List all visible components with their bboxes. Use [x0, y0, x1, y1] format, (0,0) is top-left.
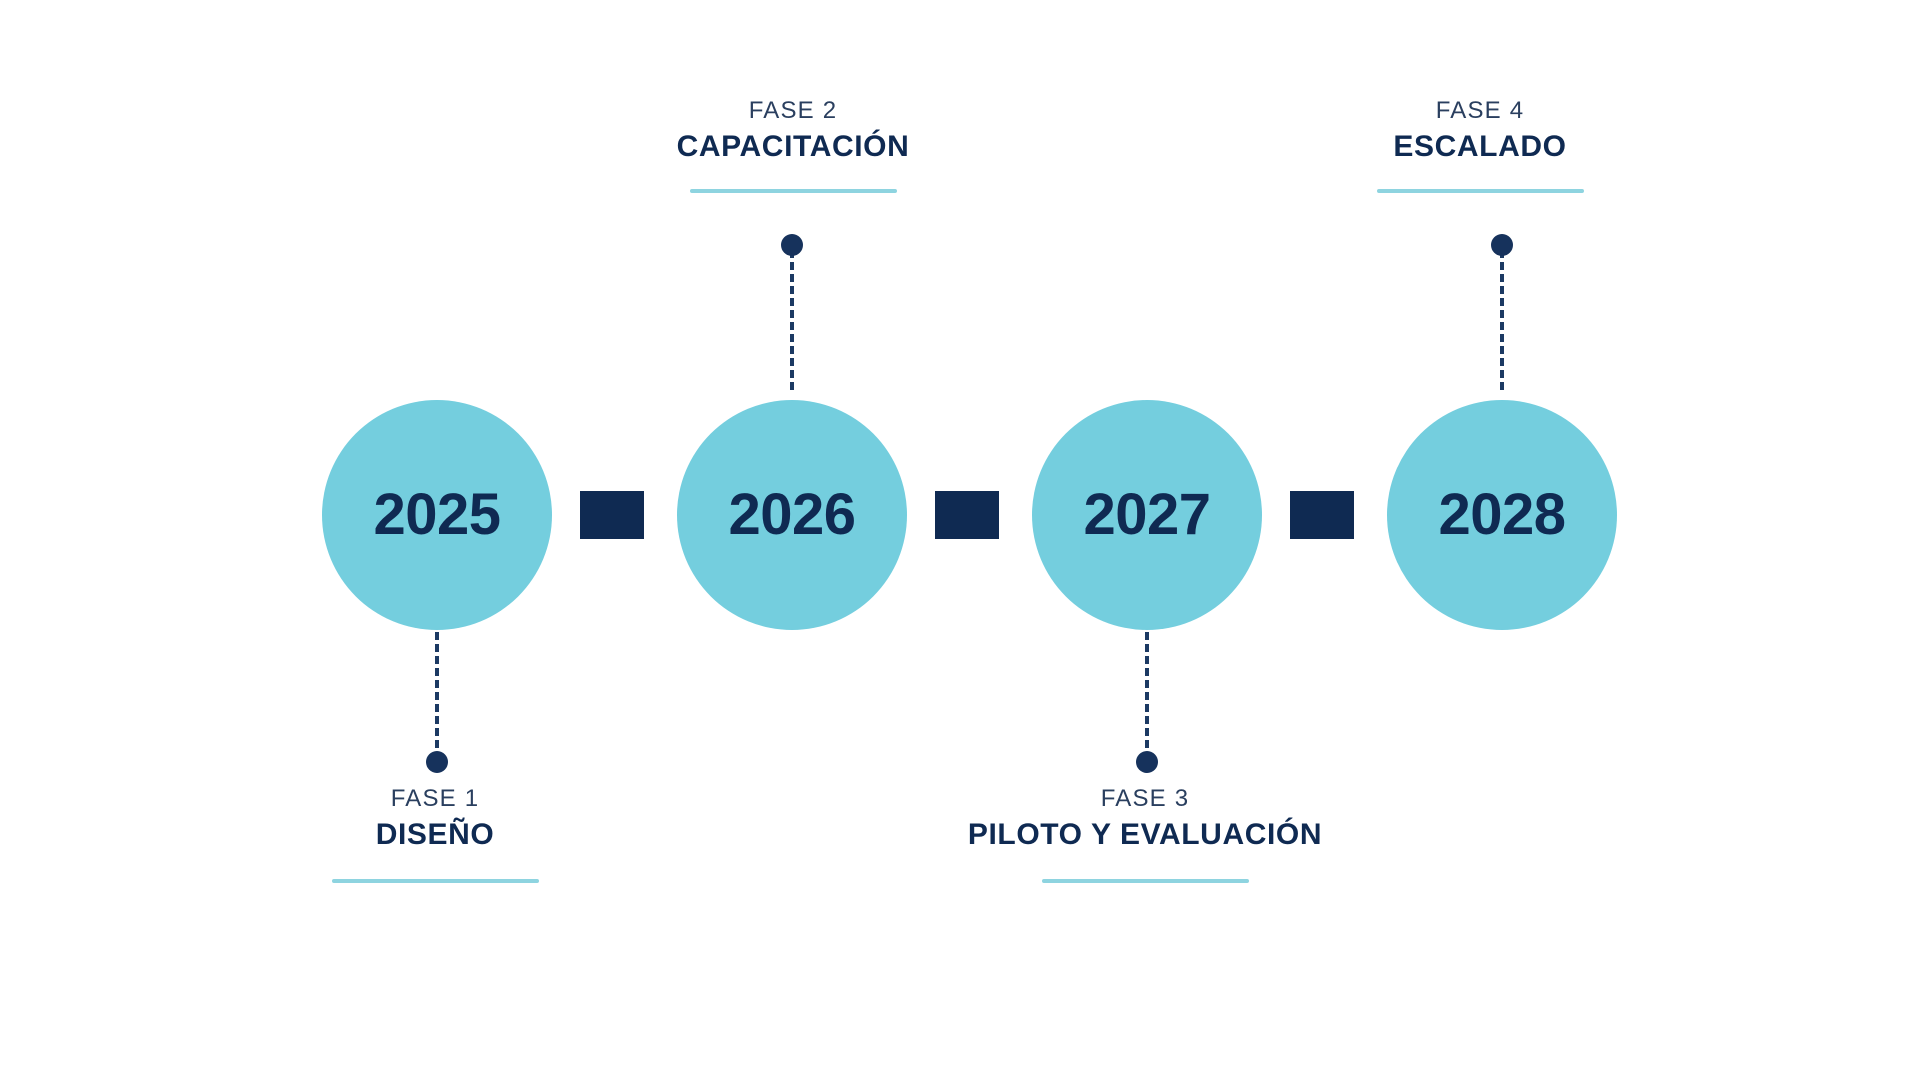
year-circle-2025[interactable]: 2025: [322, 400, 552, 630]
callout-title-label: CAPACITACIÓN: [676, 130, 910, 164]
callout-title-label: DISEÑO: [375, 818, 495, 852]
leader-dot-fase-3: [1136, 751, 1158, 773]
connector-bar-2026-2027: [935, 491, 999, 539]
callout-phase-label: FASE 2: [748, 97, 838, 124]
callout-phase-label: FASE 4: [1435, 97, 1525, 124]
year-label: 2025: [373, 482, 501, 547]
year-label: 2028: [1438, 482, 1566, 547]
leader-line-fase-1: [435, 620, 439, 760]
callout-phase-label: FASE 1: [390, 785, 480, 812]
callout-fase-1[interactable]: FASE 1 DISEÑO: [175, 785, 695, 884]
year-circle-2028[interactable]: 2028: [1387, 400, 1617, 630]
year-circle-2026[interactable]: 2026: [677, 400, 907, 630]
year-circle-2027[interactable]: 2027: [1032, 400, 1262, 630]
leader-dot-fase-4: [1491, 234, 1513, 256]
callout-phase-label: FASE 3: [1100, 785, 1190, 812]
callout-fase-2[interactable]: FASE 2 CAPACITACIÓN: [533, 97, 1053, 194]
year-label: 2027: [1083, 482, 1211, 547]
callout-title-label: ESCALADO: [1393, 130, 1567, 164]
leader-dot-fase-1: [426, 751, 448, 773]
callout-accent-rule: [689, 189, 897, 194]
callout-fase-4[interactable]: FASE 4 ESCALADO: [1220, 97, 1740, 194]
callout-accent-rule: [1376, 189, 1584, 194]
year-label: 2026: [728, 482, 856, 547]
leader-dot-fase-2: [781, 234, 803, 256]
leader-line-fase-3: [1145, 620, 1149, 760]
leader-line-fase-2: [790, 250, 794, 390]
connector-bar-2025-2026: [580, 491, 644, 539]
leader-line-fase-4: [1500, 250, 1504, 390]
callout-title-label: PILOTO Y EVALUACIÓN: [967, 818, 1323, 852]
callout-fase-3[interactable]: FASE 3 PILOTO Y EVALUACIÓN: [885, 785, 1405, 884]
callout-accent-rule: [331, 879, 539, 884]
connector-bar-2027-2028: [1290, 491, 1354, 539]
callout-accent-rule: [1041, 879, 1249, 884]
